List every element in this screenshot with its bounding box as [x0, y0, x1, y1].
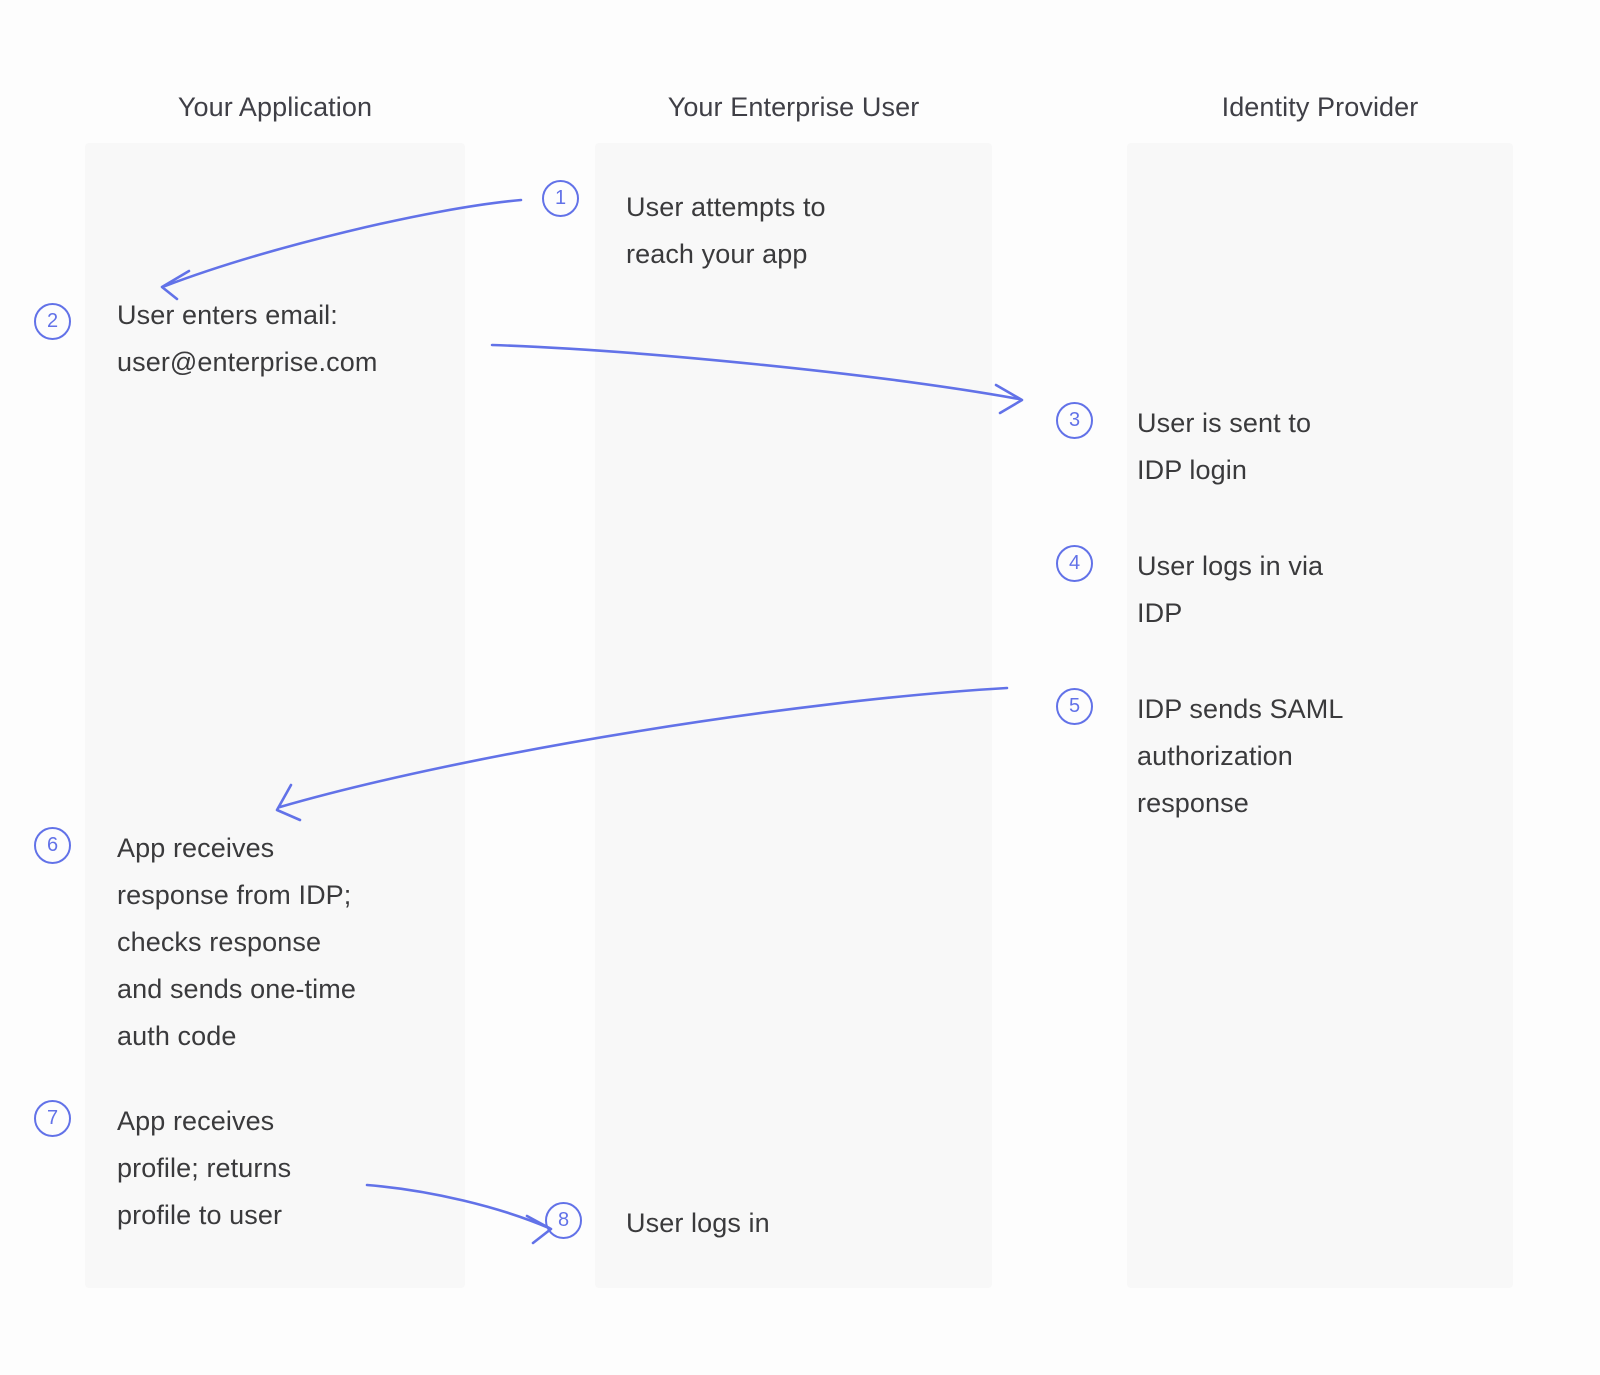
- step-badge-8[interactable]: 8: [545, 1202, 582, 1239]
- column-band-identity-provider: [1127, 143, 1513, 1288]
- step-text-5: IDP sends SAML authorization response: [1137, 694, 1344, 818]
- step-badge-7[interactable]: 7: [34, 1100, 71, 1137]
- step-badge-1[interactable]: 1: [542, 180, 579, 217]
- step-badge-3[interactable]: 3: [1056, 402, 1093, 439]
- step-text-1: User attempts to reach your app: [626, 192, 826, 269]
- step-badge-5[interactable]: 5: [1056, 688, 1093, 725]
- step-text-7: App receives profile; returns profile to…: [117, 1106, 292, 1230]
- step-text-6: App receives response from IDP; checks r…: [117, 833, 356, 1051]
- step-text-4: User logs in via IDP: [1137, 551, 1324, 628]
- column-band-your-enterprise-user: [595, 143, 992, 1288]
- column-header-your-application: Your Application: [177, 92, 373, 122]
- column-header-your-enterprise-user: Your Enterprise User: [667, 92, 920, 122]
- step-text-3: User is sent to IDP login: [1137, 408, 1312, 485]
- step-badge-2[interactable]: 2: [34, 303, 71, 340]
- step-badge-4[interactable]: 4: [1056, 545, 1093, 582]
- step-badge-6[interactable]: 6: [34, 827, 71, 864]
- step-text-2: User enters email: user@enterprise.com: [117, 300, 378, 377]
- step-text-8: User logs in: [626, 1208, 770, 1238]
- column-header-identity-provider: Identity Provider: [1221, 92, 1419, 122]
